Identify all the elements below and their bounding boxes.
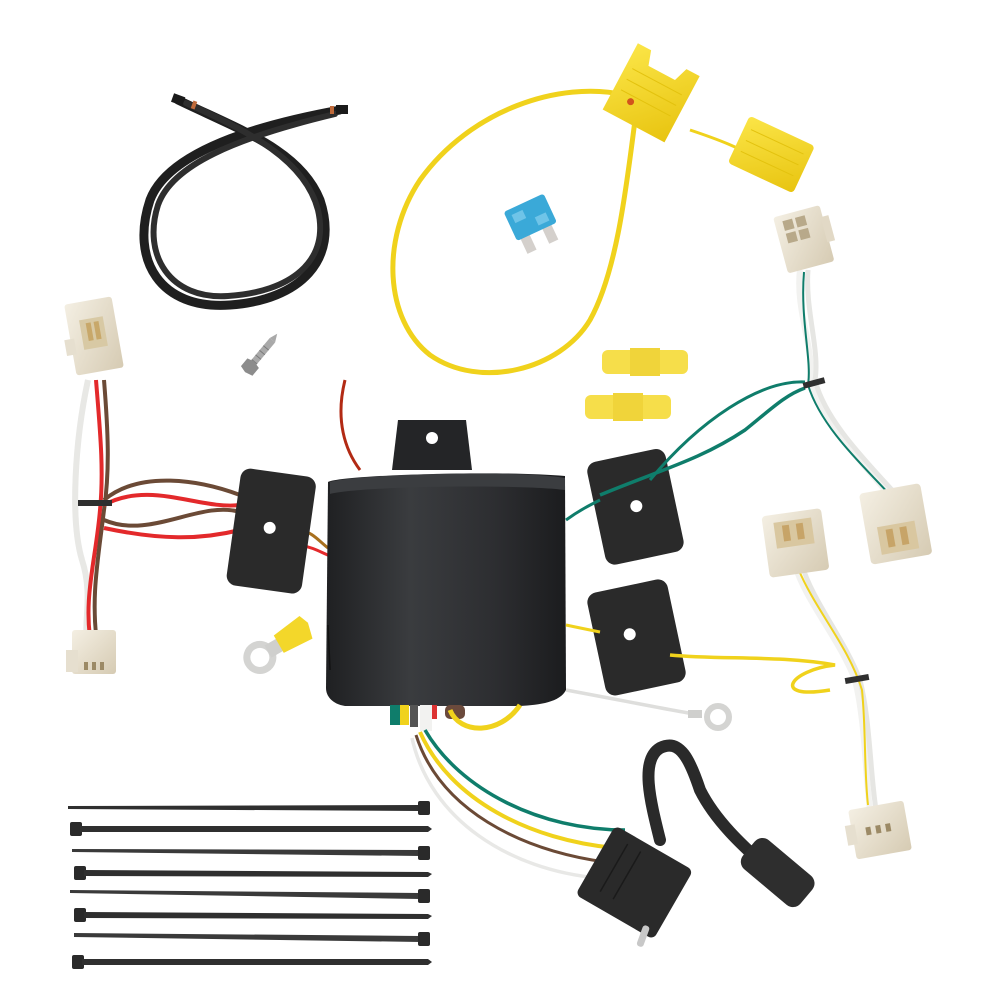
butt-connector	[602, 348, 688, 376]
converter-module	[326, 379, 566, 731]
wire-end-cap	[170, 93, 186, 106]
right-lower-mounting-pad	[587, 579, 686, 696]
right-upper-mounting-pad	[587, 449, 684, 565]
harness-cable-tie	[78, 500, 112, 506]
left-top-connector	[64, 296, 124, 376]
harness-cable-tie	[844, 673, 870, 685]
harness-cable-tie	[802, 377, 826, 389]
copper-tip	[330, 106, 334, 114]
flat4-wires	[410, 729, 626, 880]
flat4-plug-body	[577, 827, 692, 938]
wire-end-cap	[336, 105, 348, 114]
right-middle-connector	[859, 483, 932, 565]
dust-cap-strap	[642, 739, 786, 886]
fuse-holder-body	[602, 43, 700, 143]
butt-connectors	[585, 348, 688, 421]
cable-tie	[72, 846, 430, 860]
ground-ring-terminal	[565, 688, 732, 731]
self-tapping-screw	[240, 333, 278, 376]
cable-tie	[72, 955, 432, 969]
copper-tip	[190, 100, 198, 110]
module-mounting-tab	[392, 420, 472, 470]
module-body	[326, 473, 566, 706]
cable-tie	[70, 822, 432, 836]
left-bottom-connector	[66, 630, 116, 674]
cable-tie	[74, 908, 432, 922]
left-harness	[64, 296, 331, 674]
cable-tie	[68, 801, 430, 815]
fuse-holder	[390, 43, 814, 376]
cable-tie	[70, 889, 430, 903]
fuse-holder-cap	[729, 117, 814, 192]
blade-fuse	[504, 194, 559, 254]
yellow-ring-terminal	[243, 616, 313, 674]
power-wire	[139, 93, 348, 310]
right-upper-harness	[599, 205, 932, 565]
cable-tie	[74, 932, 430, 946]
left-mounting-pad	[226, 468, 316, 594]
dust-cap	[740, 837, 815, 908]
butt-connector	[585, 393, 671, 421]
cable-ties	[68, 801, 432, 969]
right-lower-top-connector	[761, 508, 829, 578]
right-top-connector	[773, 205, 836, 273]
right-lower-harness	[669, 508, 912, 860]
right-bottom-connector	[844, 800, 912, 860]
flat4-connector	[577, 739, 815, 947]
ground-pin	[636, 925, 650, 947]
cable-tie	[74, 866, 432, 880]
